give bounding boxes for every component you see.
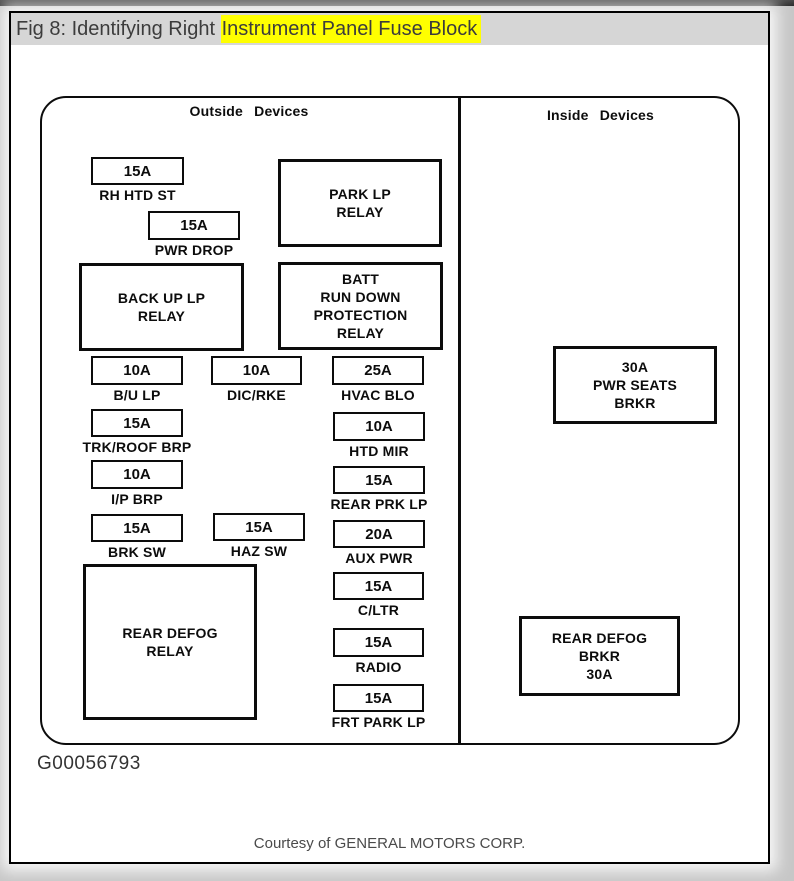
fuse-amp-box: 10A [91,356,183,385]
document-page: Fig 8: Identifying Right Instrument Pane… [9,11,770,864]
figure-title: Fig 8: Identifying Right Instrument Pane… [11,13,768,45]
fuse-block-outline [40,96,740,745]
courtesy-line: Courtesy of GENERAL MOTORS CORP. [253,835,526,852]
fuse-amp-box: 15A [333,466,425,494]
fuse-label: FRT PARK LP [331,714,426,730]
outside-devices-header: Outside Devices [189,103,309,119]
section-divider [458,97,461,743]
fuse-label: REAR PRK LP [330,496,428,512]
fuse-label: B/U LP [113,387,161,403]
fuse-haz-sw: 15A HAZ SW [213,513,305,559]
top-chrome-bar [0,0,794,6]
fuse-radio: 15A RADIO [333,628,424,675]
fuse-label: HTD MIR [349,443,409,459]
breaker-rear-defog: REAR DEFOG BRKR 30A [519,616,680,696]
fuse-amp-box: 15A [333,572,424,600]
fuse-label: HAZ SW [230,543,288,559]
figure-title-text: Fig 8: Identifying Right [16,18,221,40]
breaker-pwr-seats: 30A PWR SEATS BRKR [553,346,717,424]
fuse-amp-box: 15A [91,157,184,185]
fuse-amp-box: 25A [332,356,424,385]
fuse-ip-brp: 10A I/P BRP [91,460,183,507]
fuse-label: HVAC BLO [341,387,415,403]
fuse-hvac-blo: 25A HVAC BLO [332,356,424,403]
fuse-htd-mir: 10A HTD MIR [333,412,425,459]
relay-park-lp: PARK LP RELAY [278,159,442,247]
fuse-bu-lp: 10A B/U LP [91,356,183,403]
fuse-rh-htd-st: 15A RH HTD ST [91,157,184,203]
highlighted-text: Instrument Panel Fuse Block [220,15,482,43]
inside-devices-header: Inside Devices [546,107,655,123]
relay-rear-defog: REAR DEFOG RELAY [83,564,257,720]
fuse-label: DIC/RKE [227,387,286,403]
figure-id: G00056793 [37,753,141,774]
fuse-cltr: 15A C/LTR [333,572,424,618]
fuse-brk-sw: 15A BRK SW [91,514,183,560]
fuse-pwr-drop: 15A PWR DROP [148,211,240,258]
relay-batt-run-down-protection: BATT RUN DOWN PROTECTION RELAY [278,262,443,350]
fuse-label: BRK SW [108,544,166,560]
fuse-label: I/P BRP [111,491,163,507]
fuse-amp-box: 20A [333,520,425,548]
fuse-trk-roof-brp: 15A TRK/ROOF BRP [83,409,191,455]
fuse-aux-pwr: 20A AUX PWR [333,520,425,566]
fuse-amp-box: 15A [91,514,183,542]
fuse-label: RADIO [355,659,402,675]
fuse-amp-box: 15A [333,684,424,712]
fuse-amp-box: 10A [91,460,183,489]
fuse-label: C/LTR [357,602,400,618]
fuse-frt-park-lp: 15A FRT PARK LP [332,684,425,730]
fuse-label: PWR DROP [154,242,234,258]
fuse-label: RH HTD ST [99,187,176,203]
fuse-amp-box: 10A [333,412,425,441]
fuse-amp-box: 10A [211,356,302,385]
fuse-amp-box: 15A [213,513,305,541]
fuse-amp-box: 15A [91,409,183,437]
fuse-amp-box: 15A [333,628,424,657]
relay-back-up-lp: BACK UP LP RELAY [79,263,244,351]
fuse-label: AUX PWR [345,550,413,566]
fuse-amp-box: 15A [148,211,240,240]
fuse-rear-prk-lp: 15A REAR PRK LP [330,466,427,512]
fuse-dic-rke: 10A DIC/RKE [211,356,302,403]
fuse-label: TRK/ROOF BRP [82,439,192,455]
